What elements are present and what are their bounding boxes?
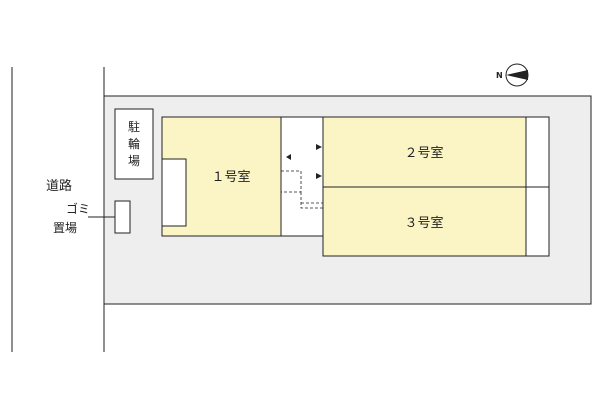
north-label: N — [496, 71, 503, 80]
room-1-label: １号室 — [211, 169, 250, 185]
entry-arrow-icon — [316, 173, 322, 179]
room-2 — [322, 116, 527, 188]
room-1-balcony-cutout — [161, 158, 187, 227]
entry-arrow-icon — [316, 144, 322, 150]
compass-north-icon: N — [496, 63, 529, 87]
room-3-balcony — [525, 186, 550, 257]
garbage-area — [114, 200, 131, 234]
road-label: 道路 — [46, 178, 72, 194]
garbage-area-label-2: 置場 — [53, 221, 77, 235]
bicycle-parking-label-1: 駐 — [128, 119, 140, 134]
room-2-label: ２号室 — [404, 145, 443, 161]
garbage-area-label-1: ゴミ — [66, 201, 90, 216]
room-3-label: ３号室 — [404, 215, 443, 231]
stair-dashed-outline — [281, 170, 323, 209]
room-2-balcony — [525, 116, 550, 188]
bicycle-parking-label-3: 場 — [128, 154, 140, 168]
bicycle-parking — [114, 108, 154, 180]
bicycle-parking-label-2: 輪 — [128, 136, 140, 151]
entry-arrow-icon — [286, 154, 291, 160]
